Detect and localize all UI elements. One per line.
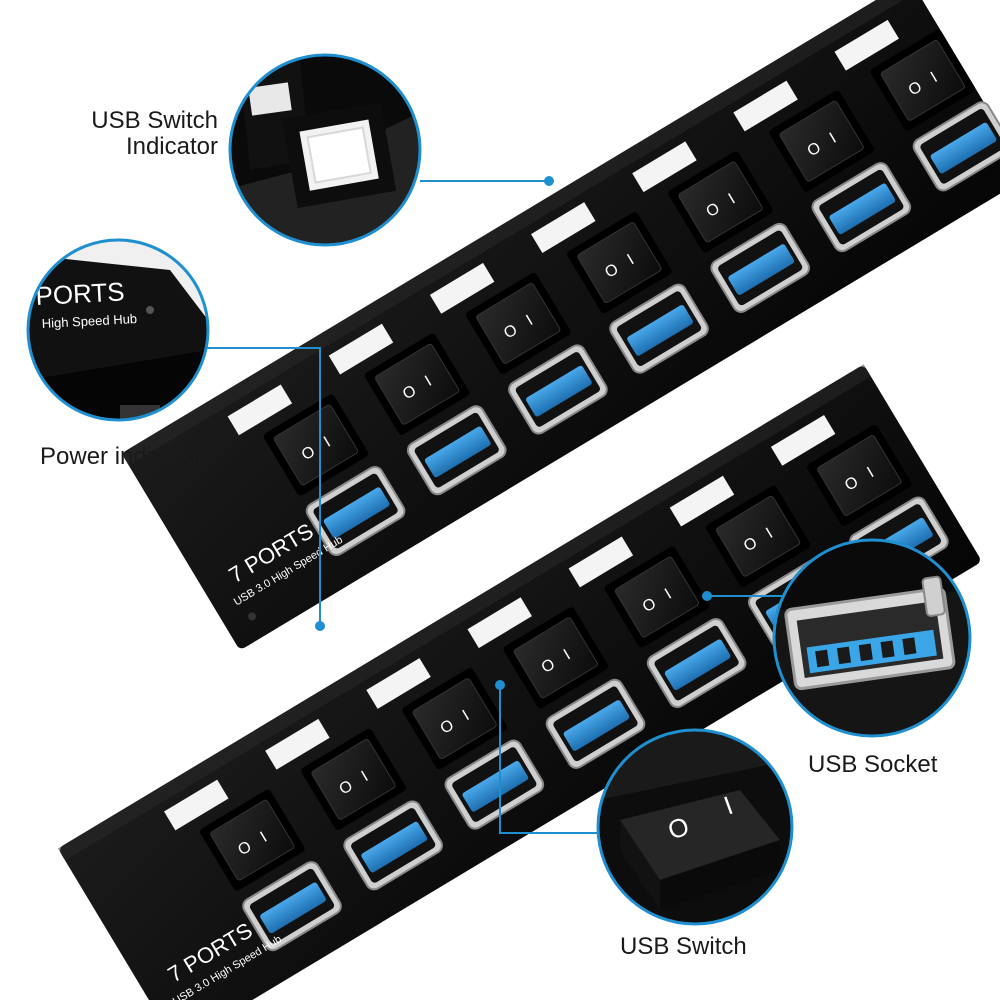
rocker-switch[interactable] <box>513 617 598 699</box>
label-usb-switch-indicator-line1: USB Switch <box>91 107 218 134</box>
usb-port[interactable] <box>323 486 391 539</box>
rocker-switch[interactable] <box>678 161 763 243</box>
switch-indicator-light <box>164 779 229 831</box>
rocker-switch[interactable] <box>273 404 359 486</box>
callout-dots <box>315 176 712 690</box>
usb-port[interactable] <box>461 760 529 813</box>
switch-indicator-light <box>733 80 798 132</box>
rocker-switch[interactable] <box>311 738 396 820</box>
hub-top-port-unit: OI <box>531 202 709 374</box>
switch-indicator-light <box>632 141 697 193</box>
switch-indicator-light <box>669 475 735 527</box>
label-usb-switch-indicator-line2: Indicator <box>125 133 218 160</box>
rocker-switch[interactable] <box>880 39 965 121</box>
hub-bottom-port-unit: OI <box>467 597 646 769</box>
zoom-subtitle-text: High Speed Hub <box>41 311 137 331</box>
usb-port[interactable] <box>259 881 327 934</box>
switch-indicator-light <box>328 323 394 375</box>
zoom-brand-text: PORTS <box>35 276 126 311</box>
switch-indicator-light <box>568 536 634 588</box>
power-led <box>248 612 257 621</box>
hub-top-port-unit: OI <box>733 80 912 253</box>
zoom-power-indicator: PORTS High Speed Hub <box>26 238 210 422</box>
hub-top-port-unit: OI <box>227 384 406 557</box>
hub-top-port-unit: OI <box>834 19 1000 192</box>
hub-top-port-unit: OI <box>429 262 608 435</box>
switch-indicator-light <box>834 19 899 71</box>
callout-dot-switch-indicator <box>544 176 554 186</box>
switch-indicator-light <box>531 202 596 253</box>
usb-port[interactable] <box>525 365 593 418</box>
hub-bottom-port-unit: OI <box>366 658 545 830</box>
zoom-usb-socket <box>772 538 972 738</box>
switch-indicator-light <box>366 658 431 709</box>
rocker-switch[interactable] <box>476 282 561 364</box>
callout-line-switch <box>499 685 620 834</box>
rocker-switch[interactable] <box>210 799 295 881</box>
label-usb-socket: USB Socket <box>808 751 938 778</box>
label-usb-switch-indicator: USB Switch Indicator <box>78 108 218 160</box>
rocker-switch[interactable] <box>374 343 460 425</box>
hub-top-port-unit: OI <box>632 141 811 313</box>
hub-bottom-port-unit: OI <box>164 779 342 952</box>
usb-port[interactable] <box>664 638 732 691</box>
callout-line-power <box>200 347 321 626</box>
rocker-switch[interactable] <box>715 495 801 577</box>
callout-dot-switch <box>495 680 505 690</box>
rocker-switch[interactable] <box>577 222 662 304</box>
rocker-switch[interactable] <box>614 556 700 638</box>
callout-dot-power <box>315 621 325 631</box>
label-power-indicator: Power indicator <box>40 443 206 470</box>
usb-port[interactable] <box>563 699 631 752</box>
usb-port[interactable] <box>930 122 998 175</box>
usb-port[interactable] <box>828 182 896 235</box>
rocker-switch[interactable] <box>817 434 902 516</box>
zoom-switch-indicator <box>228 53 422 247</box>
hub-bottom-port-unit: OI <box>568 536 747 709</box>
hub-top-port-unit: OI <box>328 323 507 496</box>
switch-indicator-light <box>429 262 495 314</box>
callout-dot-socket <box>702 591 712 601</box>
switch-indicator-light <box>770 414 836 466</box>
usb-port[interactable] <box>424 426 492 479</box>
rocker-switch[interactable] <box>779 100 864 182</box>
zoom-power-led <box>146 306 154 314</box>
hub-bottom-port-unit: OI <box>265 718 443 891</box>
usb-port[interactable] <box>727 243 795 296</box>
callout-lines <box>200 180 782 834</box>
switch-indicator-light <box>227 384 293 436</box>
usb-port[interactable] <box>626 304 694 357</box>
usb-port[interactable] <box>360 821 428 874</box>
zoom-usb-switch: O I <box>596 728 794 926</box>
label-usb-switch: USB Switch <box>620 933 747 960</box>
switch-indicator-light <box>467 597 532 649</box>
switch-indicator-light <box>265 718 330 770</box>
rocker-switch[interactable] <box>412 678 497 760</box>
